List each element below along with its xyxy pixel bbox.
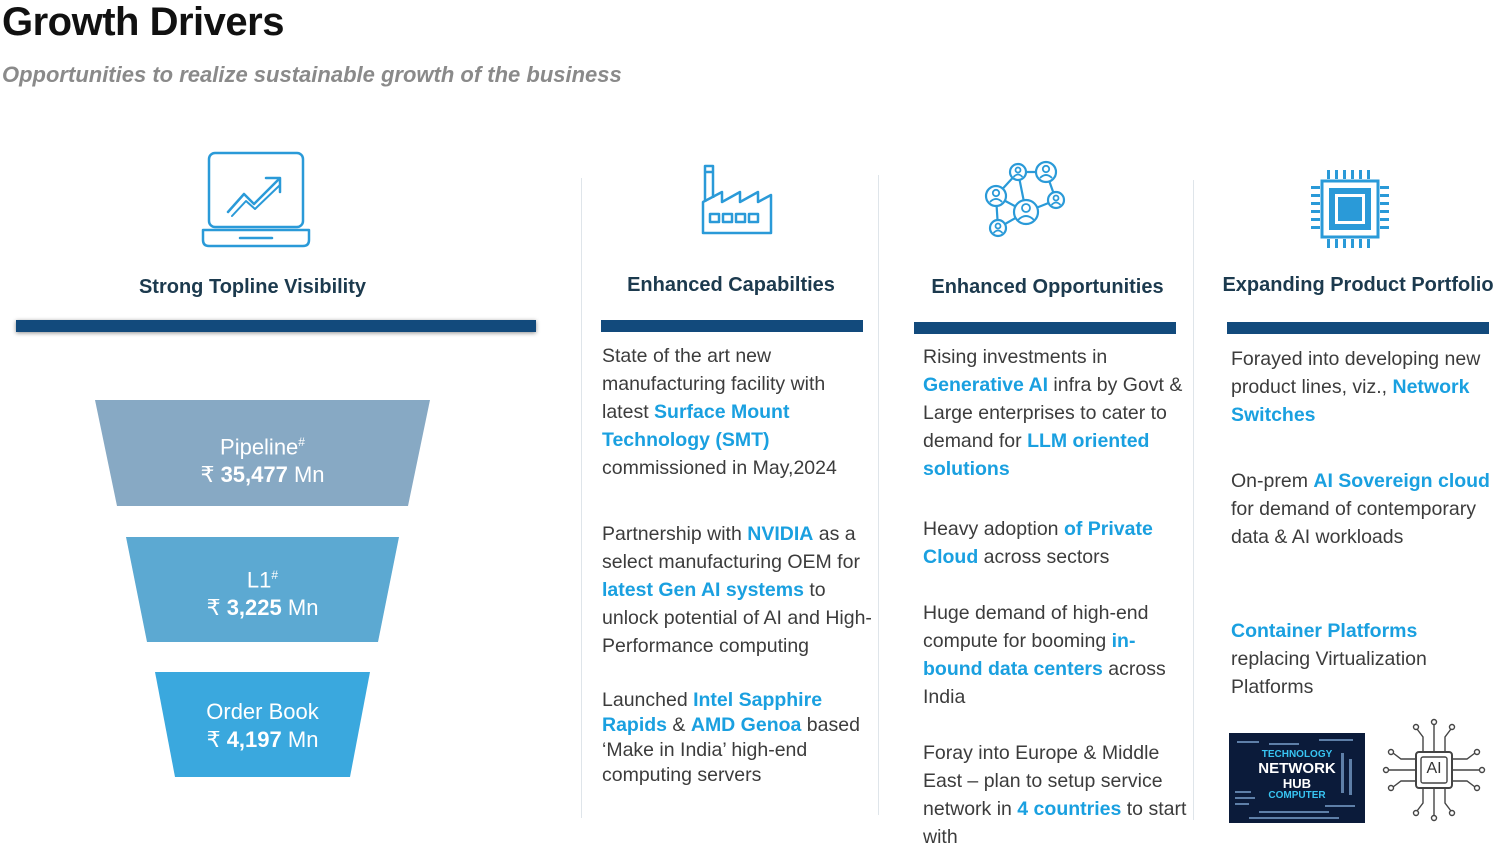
page-subtitle: Opportunities to realize sustainable gro…	[2, 62, 622, 87]
point-text: as a select manufacturing OEM for	[602, 523, 860, 573]
capability-point-smt: State of the art new manufacturing facil…	[602, 342, 877, 482]
point-highlight: Surface Mount Technology (SMT)	[602, 401, 790, 451]
point-highlight: AMD Genoa	[690, 714, 802, 736]
point-highlight: of Private Cloud	[923, 518, 1153, 568]
funnel-label: Order Book	[206, 699, 319, 724]
laptop-growth-icon	[200, 150, 312, 250]
point-text: On-prem	[1231, 470, 1314, 492]
funnel-stage-l1: L1# ₹ 3,225 Mn	[126, 537, 399, 642]
column-heading-portfolio: Expanding Product Portfolio	[1222, 274, 1494, 296]
point-highlight: Container Platforms	[1231, 620, 1418, 642]
opportunity-point-data-centers: Huge demand of high-end compute for boom…	[923, 599, 1188, 711]
column-heading-topline: Strong Topline Visibility	[138, 276, 367, 298]
currency-symbol: ₹	[200, 462, 215, 488]
point-text: across sectors	[978, 546, 1110, 568]
opportunity-point-private-cloud: Heavy adoption of Private Cloud across s…	[923, 515, 1188, 571]
point-highlight: NVIDIA	[747, 523, 814, 545]
point-highlight: Network Switches	[1231, 376, 1470, 426]
funnel-value: 35,477	[220, 462, 288, 488]
point-text: infra by Govt & Large enterprises to cat…	[923, 374, 1183, 452]
funnel-unit: Mn	[293, 462, 325, 488]
funnel-value: 3,225	[226, 595, 282, 621]
ai-chip-image: AI	[1381, 717, 1487, 823]
heading-underline-bar	[601, 320, 863, 332]
point-text: Rising investments in	[923, 346, 1108, 368]
point-text: replacing Virtualization Platforms	[1231, 648, 1427, 698]
column-divider	[581, 178, 582, 818]
column-divider	[1193, 180, 1194, 820]
point-text: Launched	[602, 689, 694, 711]
point-text: &	[667, 714, 691, 736]
funnel-label: L1	[246, 567, 272, 593]
funnel-stage-pipeline: Pipeline# ₹ 35,477 Mn	[95, 400, 430, 506]
opportunity-point-europe: Foray into Europe & Middle East – plan t…	[923, 739, 1188, 851]
portfolio-point-sovereign-cloud: On-prem AI Sovereign cloud for demand of…	[1231, 467, 1491, 551]
word-cloud-text: NETWORK	[1258, 760, 1336, 777]
column-heading-opportunities: Enhanced Opportunities	[931, 276, 1164, 298]
ai-chip-label: AI	[1426, 760, 1442, 777]
funnel-unit: Mn	[287, 727, 319, 752]
word-cloud-text: COMPUTER	[1268, 790, 1326, 801]
chip-icon	[1311, 170, 1389, 248]
footnote-mark: #	[298, 435, 305, 449]
network-word-cloud-image: TECHNOLOGY NETWORK HUB COMPUTER	[1229, 733, 1365, 823]
portfolio-point-containers: Container Platforms replacing Virtualiza…	[1231, 617, 1491, 701]
portfolio-point-switches: Forayed into developing new product line…	[1231, 345, 1491, 429]
funnel-unit: Mn	[287, 595, 319, 621]
page-title: Growth Drivers	[2, 0, 284, 44]
point-highlight: Intel Sapphire Rapids	[602, 689, 823, 736]
funnel-value: 4,197	[226, 727, 282, 752]
point-text: Heavy adoption	[923, 518, 1064, 540]
factory-icon	[700, 162, 774, 236]
currency-symbol: ₹	[206, 727, 221, 752]
point-highlight: Generative AI	[923, 374, 1048, 396]
point-text: across India	[923, 658, 1166, 708]
point-highlight: in-bound data centers	[923, 630, 1136, 680]
heading-underline-bar	[1227, 322, 1489, 334]
point-highlight: 4 countries	[1017, 798, 1122, 820]
capability-point-servers: Launched Intel Sapphire Rapids & AMD Gen…	[602, 688, 877, 788]
word-cloud-text: TECHNOLOGY	[1261, 749, 1333, 760]
point-text: commissioned in May,2024	[602, 457, 837, 479]
point-text: to start with	[923, 798, 1187, 848]
network-people-icon	[976, 158, 1068, 240]
capability-point-nvidia: Partnership with NVIDIA as a select manu…	[602, 520, 877, 660]
point-highlight: AI Sovereign cloud	[1313, 470, 1490, 492]
point-text: Huge demand of high-end compute for boom…	[923, 602, 1149, 652]
column-divider	[878, 175, 879, 815]
point-text: based ‘Make in India’ high-end computing…	[602, 714, 860, 786]
point-text: Partnership with	[602, 523, 748, 545]
funnel-label: Pipeline	[220, 434, 299, 460]
point-text: State of the art new manufacturing facil…	[602, 345, 826, 423]
point-highlight: LLM oriented solutions	[923, 430, 1150, 480]
point-text: Forayed into developing new product line…	[1231, 348, 1481, 398]
point-text: for demand of contemporary data & AI wor…	[1231, 498, 1476, 548]
funnel-stage-order-book: Order Book ₹ 4,197 Mn	[155, 672, 370, 777]
word-cloud-text: HUB	[1282, 776, 1312, 791]
heading-underline-bar	[16, 320, 536, 332]
heading-underline-bar	[914, 322, 1176, 334]
point-highlight: latest Gen AI systems	[602, 579, 804, 601]
footnote-mark: #	[271, 568, 279, 582]
point-text: to unlock potential of AI and High-Perfo…	[602, 579, 872, 657]
opportunity-point-genai: Rising investments in Generative AI infr…	[923, 343, 1188, 483]
column-heading-capabilities: Enhanced Capabilties	[627, 274, 835, 296]
point-text: Foray into Europe & Middle East – plan t…	[923, 742, 1163, 820]
currency-symbol: ₹	[206, 595, 221, 621]
